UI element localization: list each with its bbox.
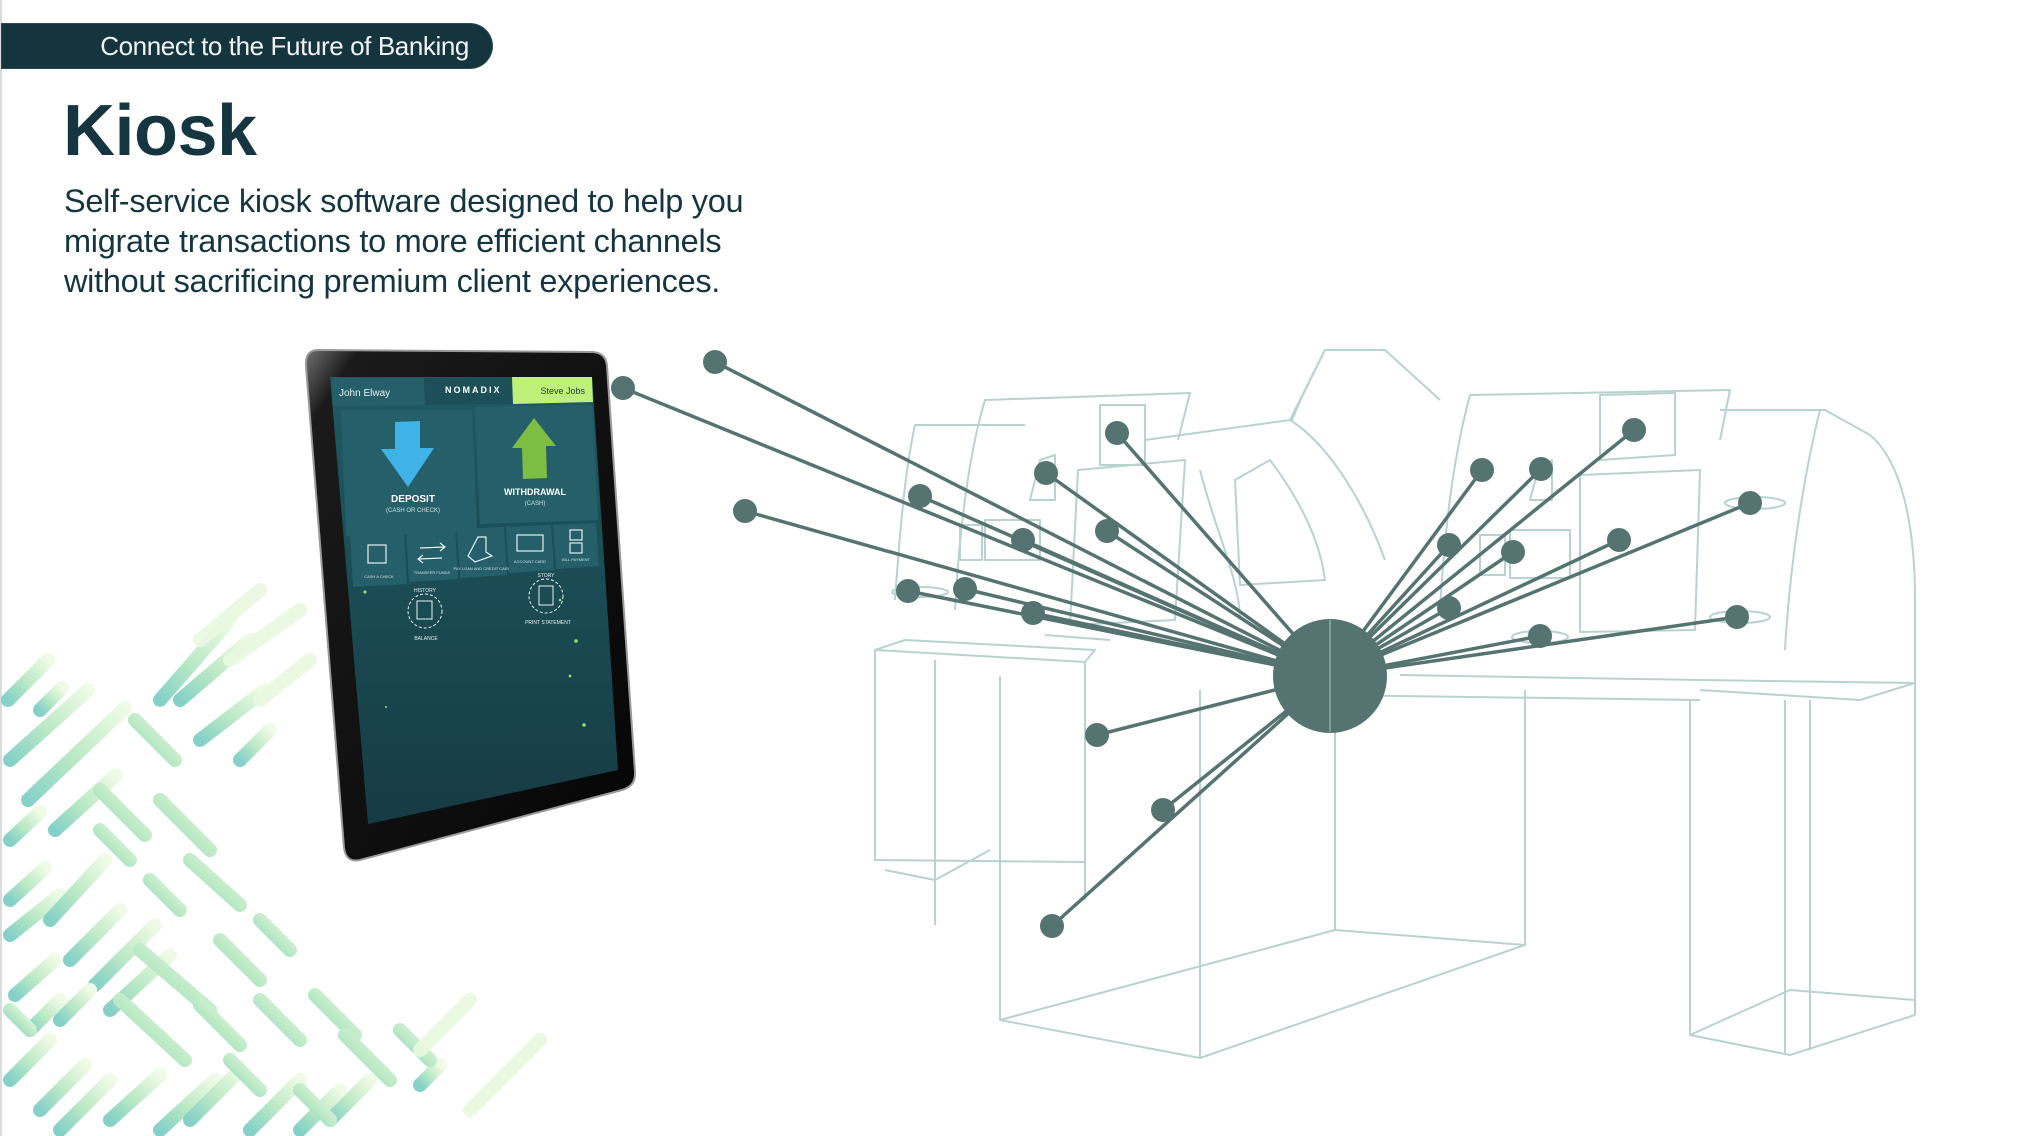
description-line: without sacrificing premium client exper…: [64, 263, 721, 299]
network-spoke: [1328, 501, 1752, 678]
svg-text:TRANSFER FUNDS: TRANSFER FUNDS: [414, 570, 451, 575]
tablet-secondary-tiles: CASH A CHECK TRANSFER FUNDS PAY LOAN AND…: [350, 523, 599, 587]
tablet-top-bar: John Elway NOMADIX Steve Jobs: [332, 377, 593, 406]
print-statement-icon: [538, 585, 554, 606]
network-endpoint-node: [733, 499, 757, 523]
tablet-tile-bill-payment[interactable]: BILL PAYMENT: [553, 523, 599, 569]
network-endpoint-node: [703, 350, 727, 374]
page-title: Kiosk: [63, 91, 257, 171]
network-endpoint-node: [1040, 914, 1064, 938]
tablet-history-balance[interactable]: HISTORY BALANCE: [407, 588, 443, 642]
slide-left-edge: [0, 0, 2, 1136]
page-description: Self-service kiosk software designed to …: [64, 181, 864, 301]
network-endpoints: [611, 350, 1762, 938]
svg-text:CASH A CHECK: CASH A CHECK: [364, 574, 394, 579]
network-endpoint-node: [1095, 519, 1119, 543]
section-banner: Connect to the Future of Banking: [2, 24, 492, 68]
network-endpoint-node: [1622, 418, 1646, 442]
network-spoke: [743, 509, 1332, 678]
tablet-logo: NOMADIX: [445, 385, 502, 395]
network-endpoint-node: [1501, 540, 1525, 564]
network-endpoint-node: [1105, 421, 1129, 445]
svg-text:STORY: STORY: [537, 573, 555, 579]
description-line: Self-service kiosk software designed to …: [64, 183, 744, 219]
network-endpoint-node: [1738, 491, 1762, 515]
check-cash-icon: [367, 544, 387, 564]
network-endpoint-node: [1034, 461, 1058, 485]
network-spoke: [713, 360, 1332, 678]
arrow-down-icon: [381, 421, 434, 487]
tablet-withdrawal-tile[interactable]: WITHDRAWAL (CASH): [475, 405, 598, 524]
network-endpoint-node: [1011, 528, 1035, 552]
svg-text:HISTORY: HISTORY: [414, 588, 437, 594]
svg-text:BILL PAYMENT: BILL PAYMENT: [562, 557, 590, 562]
transfer-arrows-icon: [417, 542, 446, 564]
bill-payment-icon: [569, 529, 583, 541]
tablet-print-statement[interactable]: STORY PRINT STATEMENT: [525, 573, 571, 626]
withdrawal-label: WITHDRAWAL: [504, 487, 566, 497]
network-endpoint-node: [1021, 601, 1045, 625]
tablet-deposit-tile[interactable]: DEPOSIT (CASH OR CHECK): [341, 410, 477, 536]
svg-text:PRINT STATEMENT: PRINT STATEMENT: [525, 620, 571, 626]
tablet-user-left: John Elway: [339, 388, 390, 399]
network-spoke: [621, 386, 1332, 678]
network-spoke: [1050, 674, 1332, 928]
network-spoke: [1328, 615, 1739, 678]
network-endpoint-node: [1437, 533, 1461, 557]
screen-sparkles: [363, 590, 586, 727]
tablet-tile-transfer[interactable]: TRANSFER FUNDS: [406, 529, 458, 582]
network-endpoint-node: [896, 579, 920, 603]
network-endpoint-node: [1437, 596, 1461, 620]
network-endpoint-node: [1607, 528, 1631, 552]
network-endpoint-node: [1528, 624, 1552, 648]
network-endpoint-node: [1529, 457, 1553, 481]
network-spoke: [1328, 428, 1636, 678]
tablet-tile-pay-loan[interactable]: PAY LOAN AND CREDIT CARD: [453, 527, 511, 578]
deposit-sublabel: (CASH OR CHECK): [386, 508, 440, 514]
tablet-tile-account-card[interactable]: ACCOUNT CARD: [506, 525, 554, 573]
svg-text:PAY LOAN AND CREDIT CARD: PAY LOAN AND CREDIT CARD: [453, 566, 510, 571]
network-endpoint-node: [611, 376, 635, 400]
network-spoke: [1044, 471, 1332, 678]
network-endpoint-node: [1085, 723, 1109, 747]
history-balance-icon: [416, 600, 433, 620]
network-endpoint-node: [1470, 458, 1494, 482]
section-banner-text: Connect to the Future of Banking: [100, 31, 469, 61]
network-endpoint-node: [953, 577, 977, 601]
card-icon: [516, 534, 544, 552]
hand-pay-icon: [467, 536, 494, 563]
withdrawal-sublabel: (CASH): [525, 501, 546, 507]
network-endpoint-node: [908, 484, 932, 508]
svg-text:ACCOUNT CARD: ACCOUNT CARD: [514, 559, 546, 564]
svg-text:BALANCE: BALANCE: [414, 636, 438, 642]
network-endpoint-node: [1151, 798, 1175, 822]
network-endpoint-node: [1725, 605, 1749, 629]
tablet-tile-cash-check[interactable]: CASH A CHECK: [350, 531, 407, 587]
deposit-label: DEPOSIT: [391, 494, 435, 505]
tablet-user-right: Steve Jobs: [540, 386, 585, 396]
arrow-up-icon: [512, 418, 556, 479]
description-line: migrate transactions to more efficient c…: [64, 223, 722, 259]
